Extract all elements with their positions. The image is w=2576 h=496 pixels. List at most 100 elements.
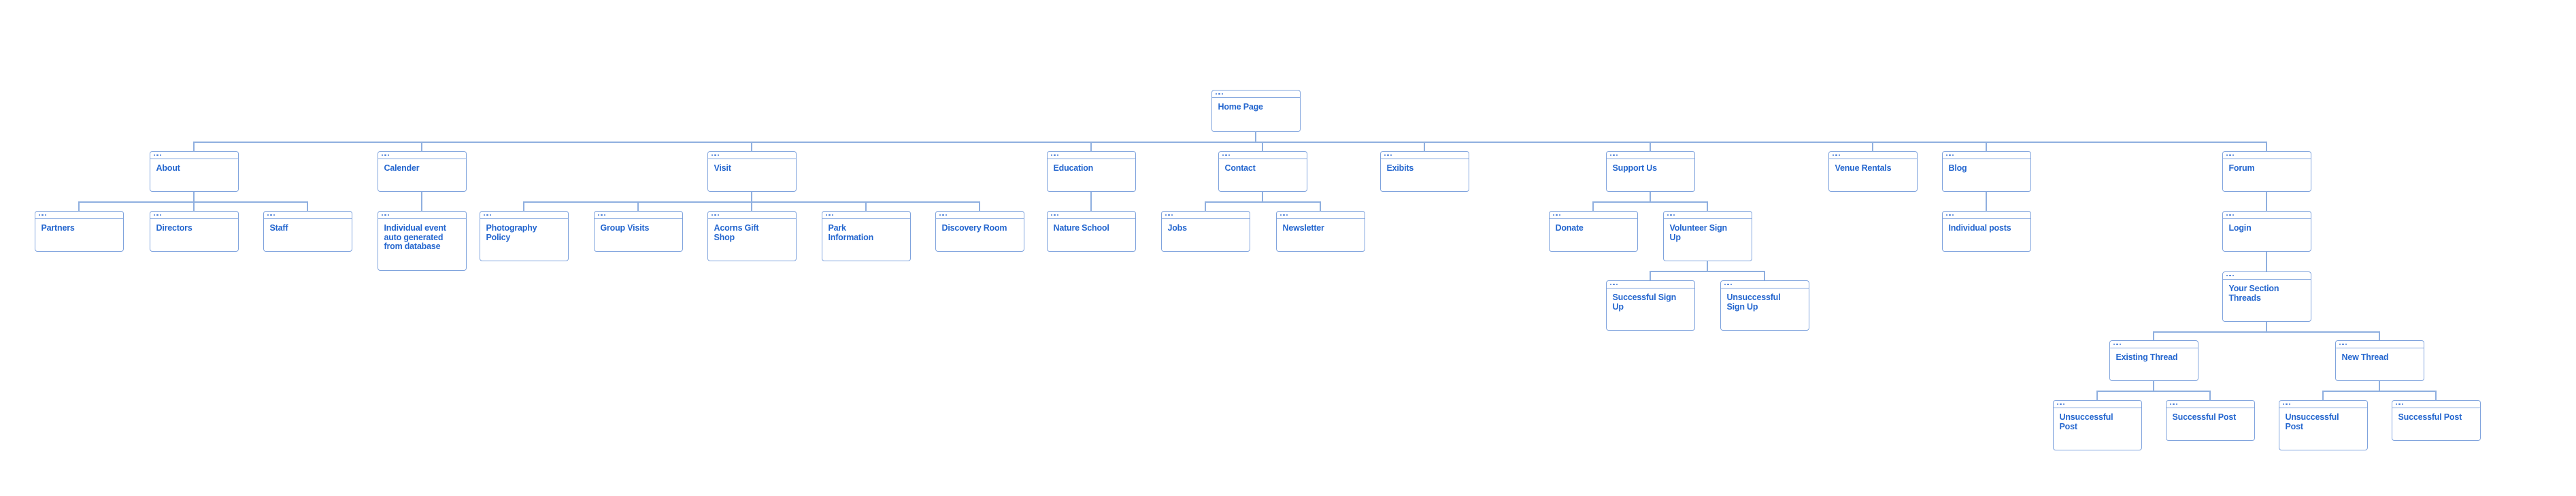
sitemap-node-login[interactable]: Login bbox=[2222, 211, 2311, 252]
window-dots-icon bbox=[1050, 154, 1059, 156]
connector-line bbox=[421, 192, 422, 211]
window-dots-icon bbox=[1384, 154, 1392, 156]
sitemap-node-post1[interactable]: Successful Post bbox=[2165, 400, 2255, 441]
connector-line bbox=[2096, 391, 2211, 392]
node-title-bar bbox=[378, 152, 466, 159]
connector-line bbox=[421, 142, 422, 151]
sitemap-node-contact[interactable]: Contact bbox=[1218, 151, 1307, 192]
node-title-bar bbox=[2222, 212, 2311, 219]
sitemap-node-parkinfo[interactable]: Park Information bbox=[821, 211, 911, 261]
node-title-bar bbox=[2279, 401, 2367, 408]
sitemap-node-existingthread[interactable]: Existing Thread bbox=[2109, 340, 2198, 381]
connector-line bbox=[751, 142, 752, 151]
node-label: Successful Sign Up bbox=[1612, 293, 1677, 312]
sitemap-node-unsuccesssign[interactable]: Unsuccessful Sign Up bbox=[1720, 280, 1809, 331]
sitemap-node-natureschool[interactable]: Nature School bbox=[1046, 211, 1136, 252]
sitemap-node-blog[interactable]: Blog bbox=[1941, 151, 2031, 192]
connector-line bbox=[78, 201, 80, 211]
sitemap-node-unpost1[interactable]: Unsuccessful Post bbox=[2052, 400, 2142, 450]
connector-line bbox=[1320, 201, 1321, 211]
node-title-bar bbox=[2109, 341, 2198, 348]
sitemap-node-support[interactable]: Support Us bbox=[1605, 151, 1695, 192]
node-title-bar bbox=[2392, 401, 2480, 408]
sitemap-node-indposts[interactable]: Individual posts bbox=[1941, 211, 2031, 252]
connector-line bbox=[1650, 142, 1651, 151]
connector-line bbox=[2153, 331, 2380, 333]
connector-line bbox=[2435, 391, 2437, 400]
sitemap-node-directors[interactable]: Directors bbox=[149, 211, 239, 252]
sitemap-node-jobs[interactable]: Jobs bbox=[1160, 211, 1250, 252]
sitemap-node-newsletter[interactable]: Newsletter bbox=[1275, 211, 1365, 252]
connector-line bbox=[1592, 201, 1708, 203]
connector-line bbox=[78, 201, 308, 203]
sitemap-node-yoursection[interactable]: Your Section Threads bbox=[2222, 271, 2311, 322]
sitemap-node-post2[interactable]: Successful Post bbox=[2391, 400, 2481, 441]
node-label: Forum bbox=[2228, 163, 2255, 173]
node-title-bar bbox=[822, 212, 910, 219]
node-title-bar bbox=[1828, 152, 1917, 159]
window-dots-icon bbox=[2395, 403, 2404, 406]
sitemap-node-about[interactable]: About bbox=[149, 151, 239, 192]
window-dots-icon bbox=[1609, 283, 1618, 286]
node-label: Volunteer Sign Up bbox=[1669, 223, 1728, 242]
window-dots-icon bbox=[1222, 154, 1231, 156]
node-label: Unsuccessful Post bbox=[2285, 412, 2339, 431]
sitemap-node-acorns[interactable]: Acorns Gift Shop bbox=[707, 211, 797, 261]
node-label: Home Page bbox=[1218, 102, 1263, 112]
sitemap-node-photography[interactable]: Photography Policy bbox=[479, 211, 569, 261]
connector-line bbox=[2209, 391, 2211, 400]
sitemap-node-groupvisits[interactable]: Group Visits bbox=[593, 211, 683, 252]
sitemap-node-home[interactable]: Home Page bbox=[1211, 90, 1301, 132]
sitemap-node-venue[interactable]: Venue Rentals bbox=[1828, 151, 1918, 192]
node-label: Newsletter bbox=[1282, 223, 1324, 233]
node-title-bar bbox=[150, 212, 238, 219]
connector-line bbox=[307, 201, 308, 211]
node-label: Visit bbox=[714, 163, 731, 173]
window-dots-icon bbox=[1050, 214, 1059, 216]
sitemap-node-visit[interactable]: Visit bbox=[707, 151, 797, 192]
sitemap-node-forum[interactable]: Forum bbox=[2222, 151, 2311, 192]
sitemap-node-discovery[interactable]: Discovery Room bbox=[935, 211, 1024, 252]
sitemap-node-successsign[interactable]: Successful Sign Up bbox=[1605, 280, 1695, 331]
node-label: Donate bbox=[1555, 223, 1584, 233]
node-label: Successful Post bbox=[2172, 412, 2237, 422]
sitemap-node-education[interactable]: Education bbox=[1046, 151, 1136, 192]
sitemap-node-calendar[interactable]: Calender bbox=[377, 151, 467, 192]
sitemap-node-staff[interactable]: Staff bbox=[263, 211, 352, 252]
node-title-bar bbox=[1942, 212, 2030, 219]
sitemap-node-donate[interactable]: Donate bbox=[1548, 211, 1638, 252]
connector-line bbox=[2322, 391, 2437, 392]
sitemap-node-partners[interactable]: Partners bbox=[34, 211, 124, 252]
sitemap-node-exhibits[interactable]: Exibits bbox=[1379, 151, 1469, 192]
connector-line bbox=[1764, 271, 1765, 280]
connector-line bbox=[2379, 381, 2380, 391]
window-dots-icon bbox=[1945, 214, 1954, 216]
node-label: Calender bbox=[384, 163, 420, 173]
node-title-bar bbox=[2222, 152, 2311, 159]
connector-line bbox=[637, 201, 639, 211]
connector-line bbox=[2096, 391, 2098, 400]
connector-line bbox=[193, 142, 195, 151]
connector-line bbox=[1262, 192, 1263, 201]
connector-line bbox=[1424, 142, 1425, 151]
node-title-bar bbox=[2166, 401, 2254, 408]
connector-line bbox=[865, 201, 867, 211]
node-label: Group Visits bbox=[600, 223, 650, 233]
node-label: About bbox=[156, 163, 180, 173]
node-title-bar bbox=[1720, 281, 1809, 288]
sitemap-node-volunteersignup[interactable]: Volunteer Sign Up bbox=[1662, 211, 1752, 261]
connector-line bbox=[2266, 142, 2267, 151]
connector-line bbox=[1650, 271, 1651, 280]
window-dots-icon bbox=[153, 154, 162, 156]
window-dots-icon bbox=[2113, 343, 2122, 346]
connector-line bbox=[1650, 192, 1651, 201]
window-dots-icon bbox=[1832, 154, 1841, 156]
window-dots-icon bbox=[1667, 214, 1675, 216]
sitemap-node-newthread[interactable]: New Thread bbox=[2335, 340, 2424, 381]
window-dots-icon bbox=[381, 214, 390, 216]
sitemap-node-unpost2[interactable]: Unsuccessful Post bbox=[2278, 400, 2368, 450]
node-label: Directors bbox=[156, 223, 193, 233]
connector-line bbox=[193, 201, 195, 211]
connector-line bbox=[193, 142, 2267, 143]
sitemap-node-indevent[interactable]: Individual event auto generated from dat… bbox=[377, 211, 467, 271]
